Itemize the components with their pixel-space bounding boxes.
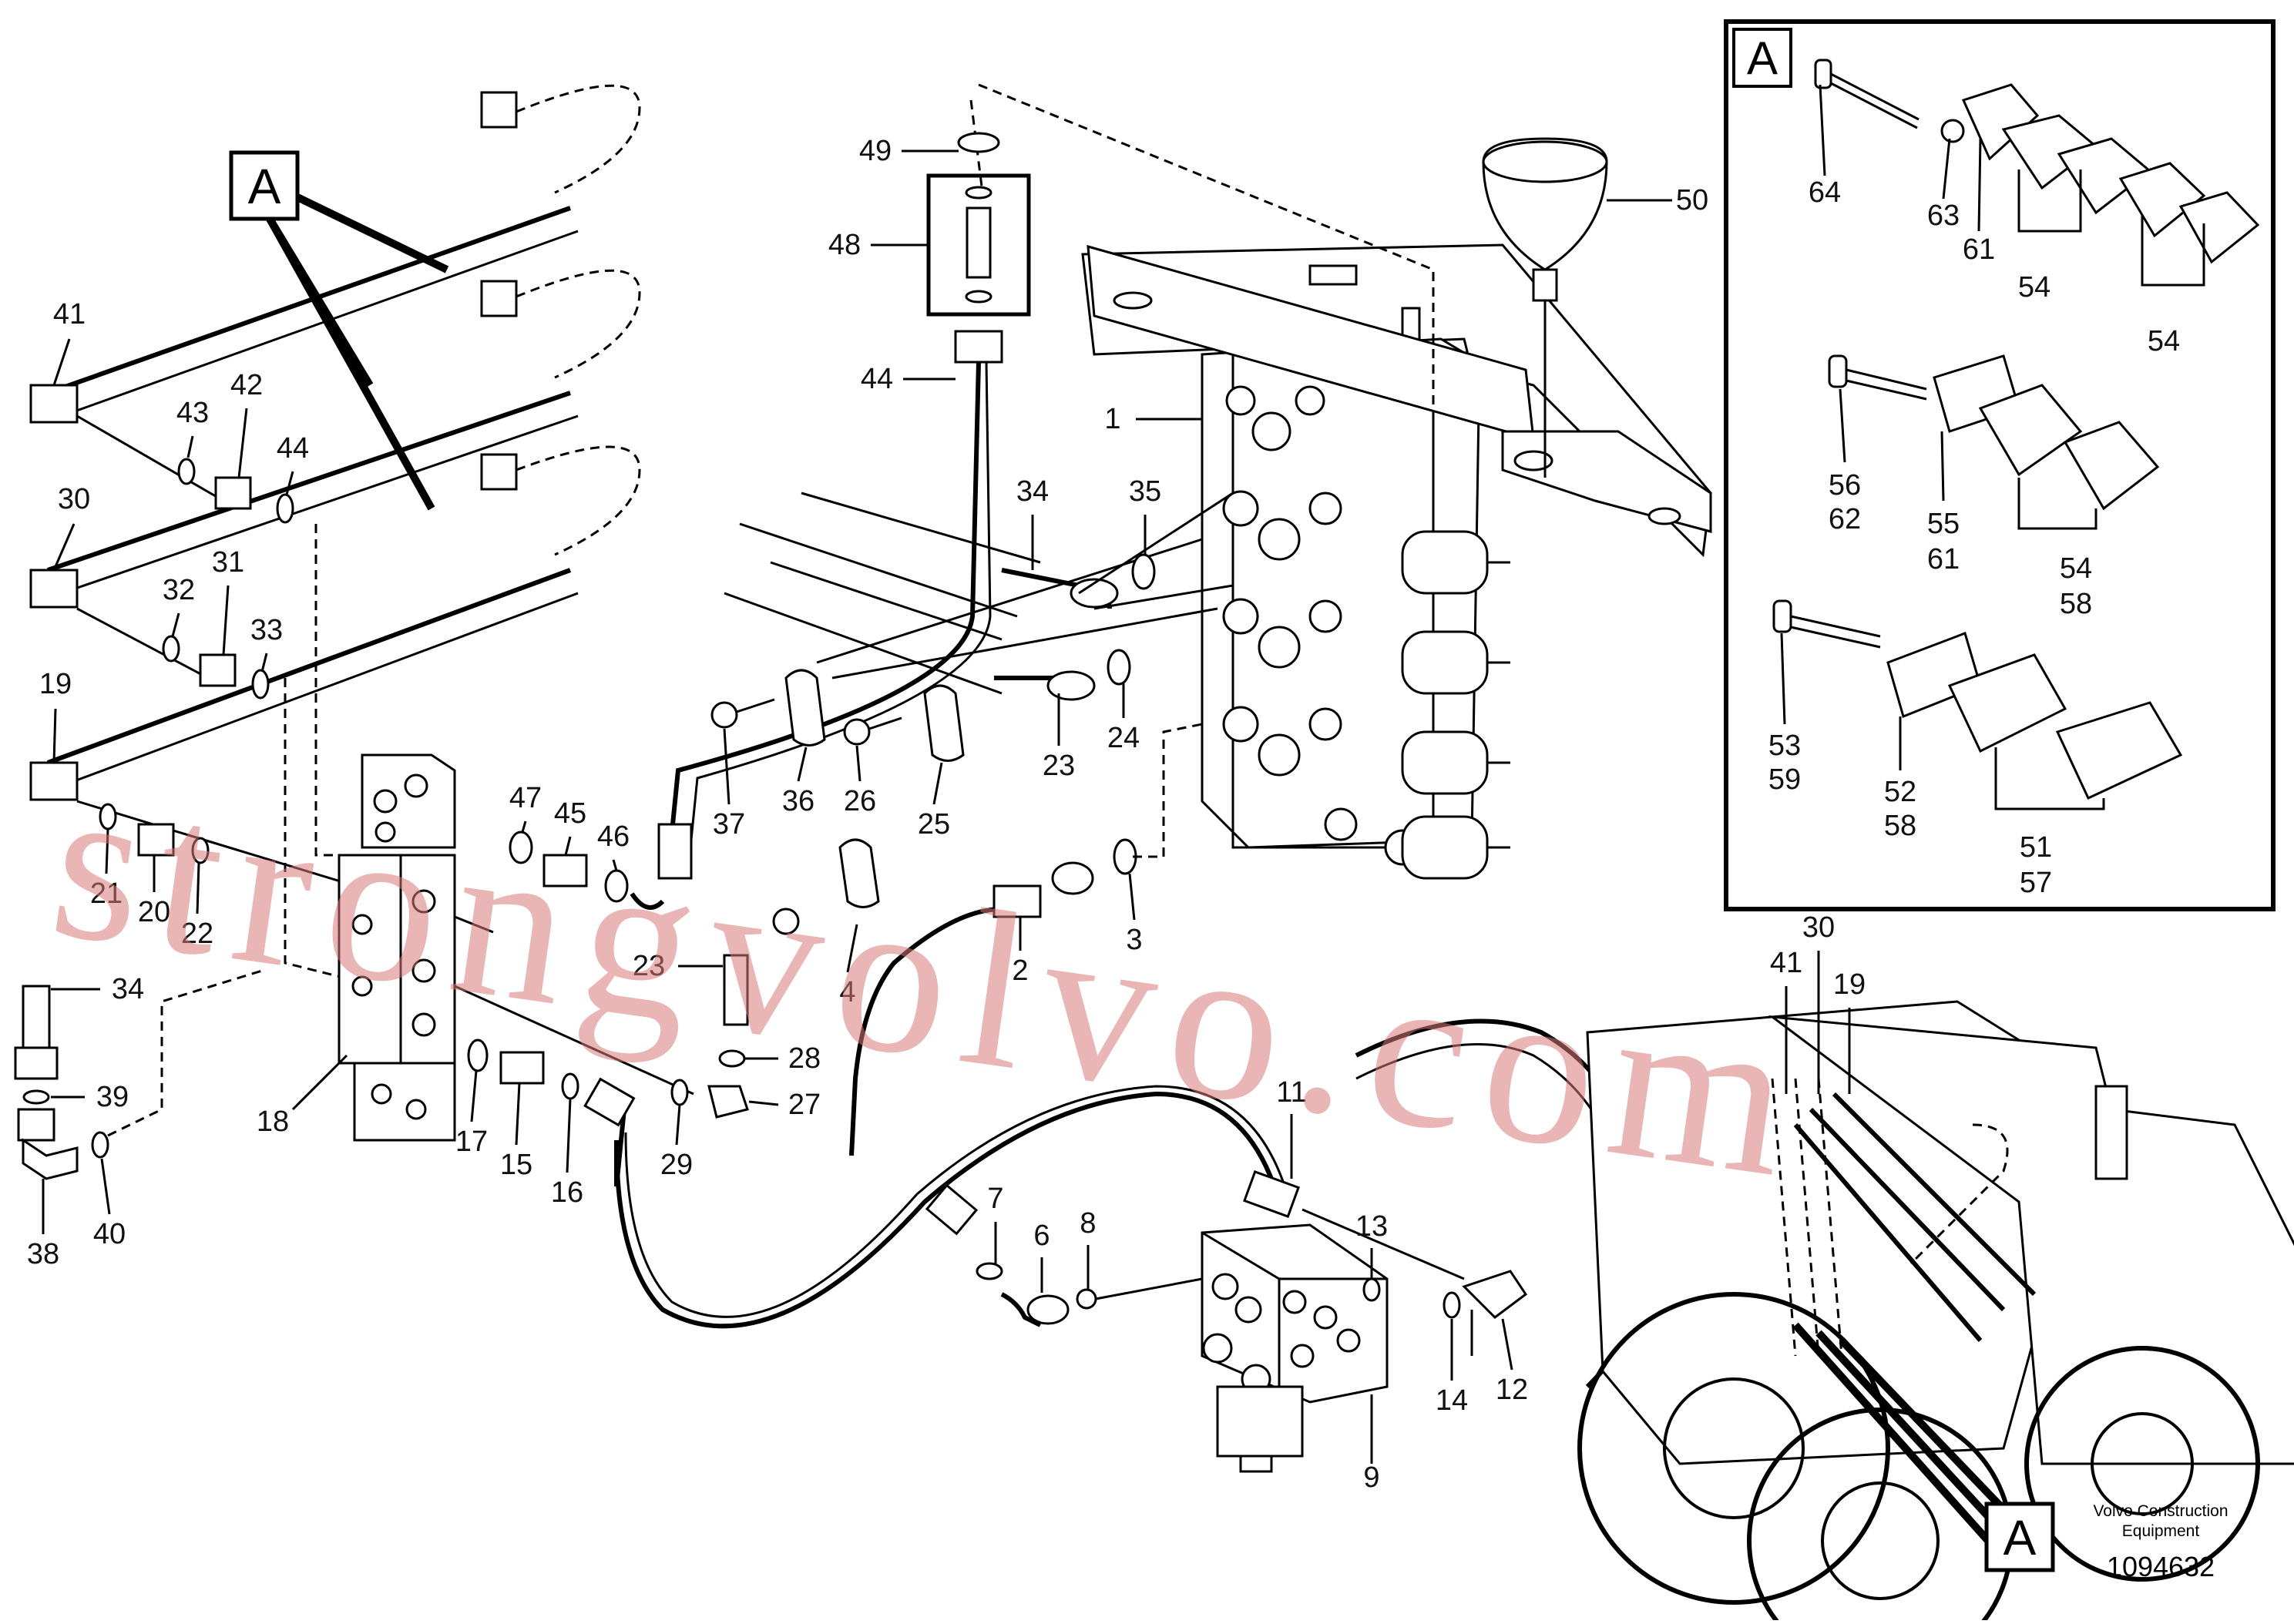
fittings-row-40 xyxy=(76,414,294,524)
callout-61-b: 61 xyxy=(1927,543,1960,575)
callout-48: 48 xyxy=(828,229,861,261)
callout-24: 25 xyxy=(918,808,950,841)
fittings-row-29 xyxy=(76,607,270,700)
clamps-center xyxy=(710,669,965,935)
callout-33-top: 34 xyxy=(1016,475,1049,508)
pipe-bundle-left xyxy=(29,84,641,801)
callout-15: 16 xyxy=(551,1176,583,1209)
detail-a-reference-top: A xyxy=(229,150,449,511)
mounting-bracket xyxy=(1087,244,1712,533)
callout-29-machine: 30 xyxy=(1802,911,1835,944)
callout-11: 12 xyxy=(1496,1374,1528,1406)
callout-18-machine: 19 xyxy=(1833,968,1866,1001)
callout-55: 55 xyxy=(1927,508,1960,540)
callout-20: 21 xyxy=(90,877,123,910)
callout-6: 6 xyxy=(1033,1220,1050,1252)
callout-47: 47 xyxy=(509,782,542,814)
callout-56: 56 xyxy=(1829,469,1861,502)
callout-34: 35 xyxy=(1129,475,1161,508)
drawing-number: 1094632 xyxy=(2107,1551,2215,1582)
callout-25: 26 xyxy=(844,785,876,817)
callout-61: 61 xyxy=(1963,233,1995,266)
callout-4: 4 xyxy=(839,976,855,1008)
callout-3: 3 xyxy=(1126,924,1142,956)
callout-28: 29 xyxy=(660,1149,693,1181)
callout-18: 19 xyxy=(39,668,72,700)
callout-42: 43 xyxy=(176,397,209,429)
detail-a-reference-label: A xyxy=(248,159,281,214)
callout-57: 57 xyxy=(2020,867,2052,899)
detail-a-frame xyxy=(1724,19,2276,911)
callout-45: 45 xyxy=(554,797,586,830)
callout-1: 1 xyxy=(1104,403,1120,435)
callout-36: 37 xyxy=(713,808,745,841)
valve-block-9 xyxy=(1201,1223,1389,1473)
callout-27: 28 xyxy=(788,1042,821,1075)
callout-53: 53 xyxy=(1768,730,1801,762)
callout-54-b: 54 xyxy=(2148,325,2180,357)
callout-38: 39 xyxy=(96,1081,129,1113)
detail-a-label-box xyxy=(1732,28,1792,88)
callout-49: 49 xyxy=(859,135,892,167)
callout-22-mid: 23 xyxy=(633,950,665,982)
callout-8: 8 xyxy=(1080,1207,1096,1240)
callout-33-bottom: 34 xyxy=(112,973,144,1005)
callout-22-top: 23 xyxy=(1043,750,1075,782)
callout-52: 52 xyxy=(1884,776,1916,808)
callout-41: 42 xyxy=(230,369,263,401)
callout-51: 51 xyxy=(2020,831,2052,864)
callout-21: 22 xyxy=(181,918,213,950)
callout-59: 59 xyxy=(1768,763,1801,796)
callout-26: 27 xyxy=(788,1089,821,1121)
credit-line-1: Volvo Construction xyxy=(2093,1502,2228,1520)
callout-44: 44 xyxy=(861,363,893,395)
callout-23: 24 xyxy=(1107,722,1140,754)
detail-a-panel: A xyxy=(1724,19,2276,911)
callout-62: 62 xyxy=(1829,503,1861,535)
callout-50: 50 xyxy=(1676,184,1708,216)
callout-39: 40 xyxy=(93,1218,126,1250)
callout-54-a: 54 xyxy=(2018,271,2050,304)
callout-29: 30 xyxy=(58,483,90,515)
callout-12: 13 xyxy=(1355,1210,1388,1243)
fittings-lower-left xyxy=(14,985,109,1180)
callout-13: 14 xyxy=(1436,1384,1468,1417)
detail-a-reference-bottom: A xyxy=(1984,1502,2055,1572)
callout-46: 46 xyxy=(597,820,630,853)
clamp-assembly-row-3 xyxy=(1772,599,2183,800)
callout-14: 15 xyxy=(500,1149,532,1181)
callout-54-c: 54 xyxy=(2060,552,2092,585)
hose-fittings-lower xyxy=(925,1170,1300,1327)
callout-35: 36 xyxy=(782,785,814,817)
hydraulic-hoses-upper xyxy=(724,492,1234,701)
accumulator xyxy=(1482,137,1608,478)
callout-16: 17 xyxy=(455,1126,488,1158)
wheel-loader-illustration xyxy=(1355,1000,2294,1624)
callout-63: 63 xyxy=(1927,200,1960,232)
callout-40: 41 xyxy=(53,298,86,331)
callout-10: 11 xyxy=(1276,1076,1306,1109)
callout-19: 20 xyxy=(138,896,170,928)
callout-2: 2 xyxy=(1012,955,1028,987)
callout-32: 33 xyxy=(250,614,283,646)
callout-43: 44 xyxy=(277,432,309,465)
callout-40-machine: 41 xyxy=(1770,947,1802,979)
clamp-assembly-row-2 xyxy=(1828,354,2160,511)
callout-64: 64 xyxy=(1809,176,1841,209)
callout-60: 58 xyxy=(2060,588,2092,620)
callout-7: 7 xyxy=(987,1183,1003,1215)
clamp-assembly-row-1 xyxy=(1814,59,2260,264)
callout-9: 9 xyxy=(1363,1461,1379,1494)
detail-a-label: A xyxy=(1747,32,1778,84)
callout-17: 18 xyxy=(257,1106,289,1138)
callout-37: 38 xyxy=(27,1238,59,1270)
callout-58: 58 xyxy=(1884,810,1916,842)
detail-a-reference-label-bottom: A xyxy=(2003,1510,2037,1565)
callout-30: 31 xyxy=(212,546,244,579)
manifold-block-17 xyxy=(338,753,456,1142)
credit-line-2: Equipment xyxy=(2122,1522,2200,1540)
callout-31: 32 xyxy=(163,574,195,606)
